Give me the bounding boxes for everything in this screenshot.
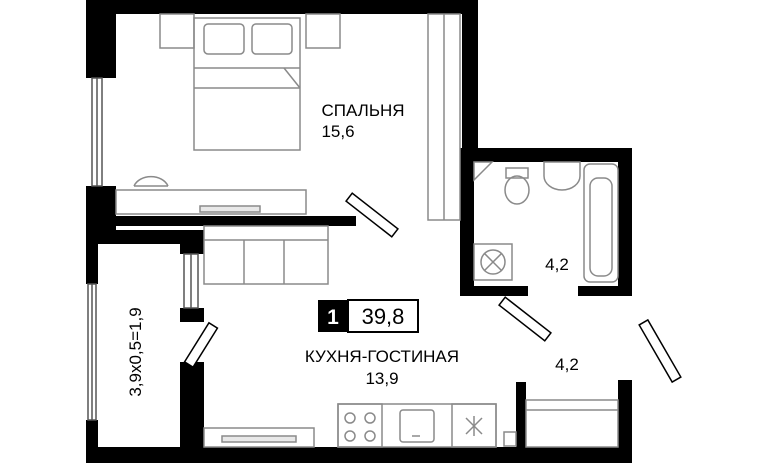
bedroom-area: 15,6 [321, 122, 354, 141]
bathroom-area: 4,2 [545, 255, 569, 274]
tv-unit [203, 427, 315, 448]
walls [86, 0, 632, 463]
badge-rooms-bg [318, 300, 348, 332]
bedroom-desk [115, 175, 307, 215]
kitchen [337, 403, 497, 448]
kitchen-living-area: 13,9 [365, 369, 398, 388]
badge-total-area: 39,8 [362, 304, 405, 329]
balcony-dims: 3,9x0,5=1,9 [126, 307, 145, 396]
bathroom-fixtures [473, 161, 619, 283]
bedroom-name: СПАЛЬНЯ [321, 101, 404, 120]
hallway-furniture [503, 399, 619, 448]
hallway-area: 4,2 [555, 355, 579, 374]
badge-rooms: 1 [327, 306, 339, 329]
badge-total-box [347, 299, 419, 333]
kitchen-living-name: КУХНЯ-ГОСТИНАЯ [305, 347, 459, 366]
wardrobe [427, 13, 461, 221]
bed [159, 13, 341, 151]
doors [183, 192, 682, 384]
sofa [203, 225, 329, 285]
windows [87, 77, 199, 421]
